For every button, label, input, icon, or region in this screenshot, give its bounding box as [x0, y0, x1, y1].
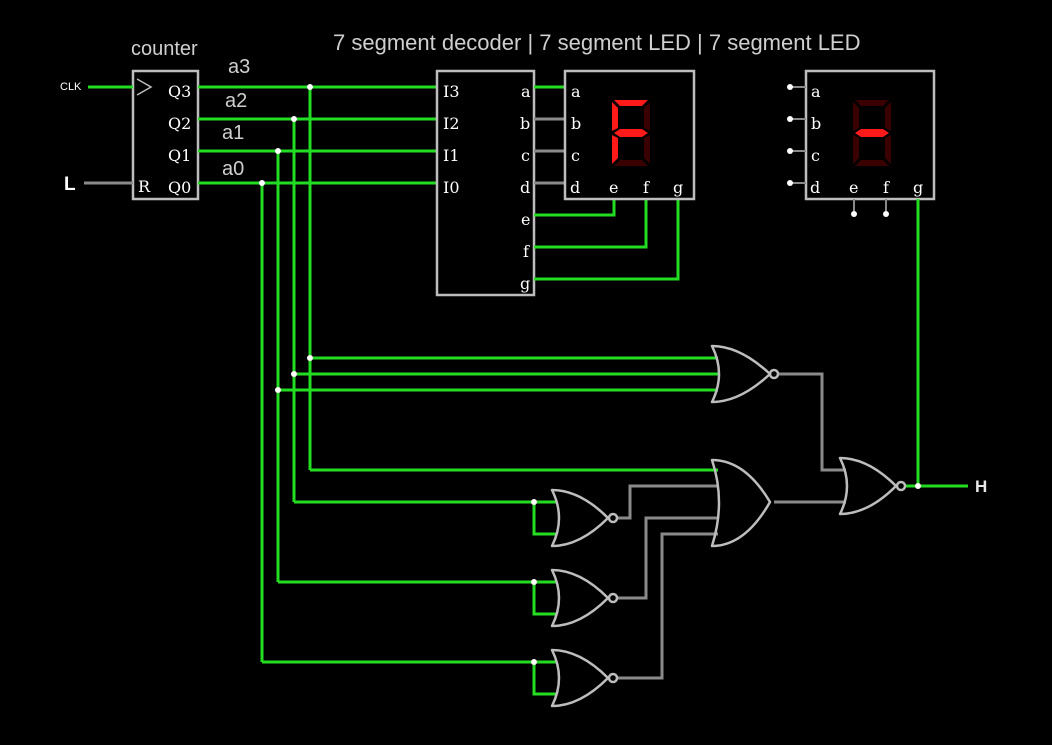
led2-pin-d: d: [810, 178, 820, 197]
nor-gate-final[interactable]: [838, 456, 898, 516]
led2-segment-c: [885, 135, 891, 164]
led1-segment-e: [612, 135, 618, 164]
counter-output-q3: Q3: [168, 82, 191, 101]
nor-gate-a2[interactable]: [550, 488, 610, 548]
led2-segment-e: [853, 135, 859, 164]
led2-pin-c: c: [811, 146, 820, 165]
led2-pin-e: e: [849, 178, 858, 197]
led2-pin-stubs: [787, 84, 889, 217]
junction-dots: [259, 84, 921, 665]
decoder-output-g: g: [520, 274, 530, 293]
decoder-output-b: b: [520, 114, 530, 133]
bit-label-a0: a0: [222, 158, 244, 180]
led1-digit: [612, 100, 650, 166]
nor-gate-a1-bubble: [607, 592, 619, 604]
decoder-input-i3: I3: [443, 82, 460, 101]
seven-segment-led-1[interactable]: a b c d e f g: [563, 69, 696, 201]
led1-segment-c: [644, 135, 650, 164]
led2-segment-d: [855, 160, 889, 166]
led1-segment-a: [614, 100, 648, 106]
decoder-to-led-wires: [534, 85, 680, 281]
nor-gate-a2-bubble: [607, 512, 619, 524]
gate-wires: [262, 199, 968, 696]
counter-output-q2: Q2: [168, 114, 191, 133]
nor-gate-final-bubble: [895, 480, 907, 492]
output-h-label: H: [975, 477, 987, 496]
led1-segment-g: [614, 129, 648, 137]
decoder-output-f: f: [523, 242, 530, 261]
clock-triangle-icon: [136, 78, 153, 96]
bit-label-a2: a2: [225, 90, 247, 112]
nor-gate-top[interactable]: [710, 344, 772, 404]
bit-label-a1: a1: [222, 122, 244, 144]
input-l-label[interactable]: L: [64, 174, 76, 195]
seven-segment-decoder[interactable]: I3 I2 I1 I0 a b c d e f g: [435, 69, 536, 297]
led2-pin-b: b: [811, 114, 821, 133]
decoder-input-i1: I1: [443, 146, 460, 165]
led2-segment-b: [885, 102, 891, 131]
counter-title: counter: [131, 38, 198, 60]
decoder-output-d: d: [520, 178, 530, 197]
led1-segment-f: [612, 102, 618, 131]
counter-bus-wires: [198, 85, 437, 662]
led1-pin-g: g: [673, 178, 683, 197]
led1-segment-d: [614, 160, 648, 166]
led1-segment-b: [644, 102, 650, 131]
led1-pin-a: a: [571, 82, 581, 101]
led2-digit: [853, 100, 891, 166]
nor-gate-top-bubble: [768, 368, 780, 380]
or-gate-big[interactable]: [710, 458, 772, 548]
led2-pin-g: g: [913, 178, 923, 197]
nor-gate-a1[interactable]: [550, 568, 610, 628]
counter-reset-pin: R: [138, 177, 151, 196]
clk-input-label: CLK: [60, 81, 82, 93]
led2-segment-f: [853, 102, 859, 131]
decoder-input-i2: I2: [443, 114, 460, 133]
seven-segment-led-2[interactable]: a b c d e f g: [804, 69, 936, 201]
nor-gate-a0-bubble: [607, 672, 619, 684]
led1-pin-c: c: [571, 146, 580, 165]
decoder-output-a: a: [521, 82, 531, 101]
decoder-output-c: c: [521, 146, 530, 165]
led2-box: [804, 69, 936, 201]
led1-pin-f: f: [643, 178, 650, 197]
led1-box: [563, 69, 696, 201]
led1-pin-b: b: [571, 114, 581, 133]
led2-pin-f: f: [883, 178, 890, 197]
counter-output-q0: Q0: [168, 178, 191, 197]
diagram-title: 7 segment decoder | 7 segment LED | 7 se…: [333, 30, 861, 55]
led1-pin-e: e: [609, 178, 618, 197]
led1-pin-d: d: [570, 178, 580, 197]
counter-box: [131, 69, 200, 201]
led2-pin-a: a: [811, 82, 821, 101]
counter-component[interactable]: counter Q3 Q2 Q1 Q0 R: [131, 38, 200, 201]
bit-label-a3: a3: [228, 56, 250, 78]
led2-segment-g: [855, 129, 889, 137]
decoder-output-e: e: [521, 210, 530, 229]
led2-segment-a: [855, 100, 889, 106]
decoder-input-i0: I0: [443, 178, 460, 197]
counter-output-q1: Q1: [168, 146, 191, 165]
nor-gate-a0[interactable]: [550, 648, 610, 708]
